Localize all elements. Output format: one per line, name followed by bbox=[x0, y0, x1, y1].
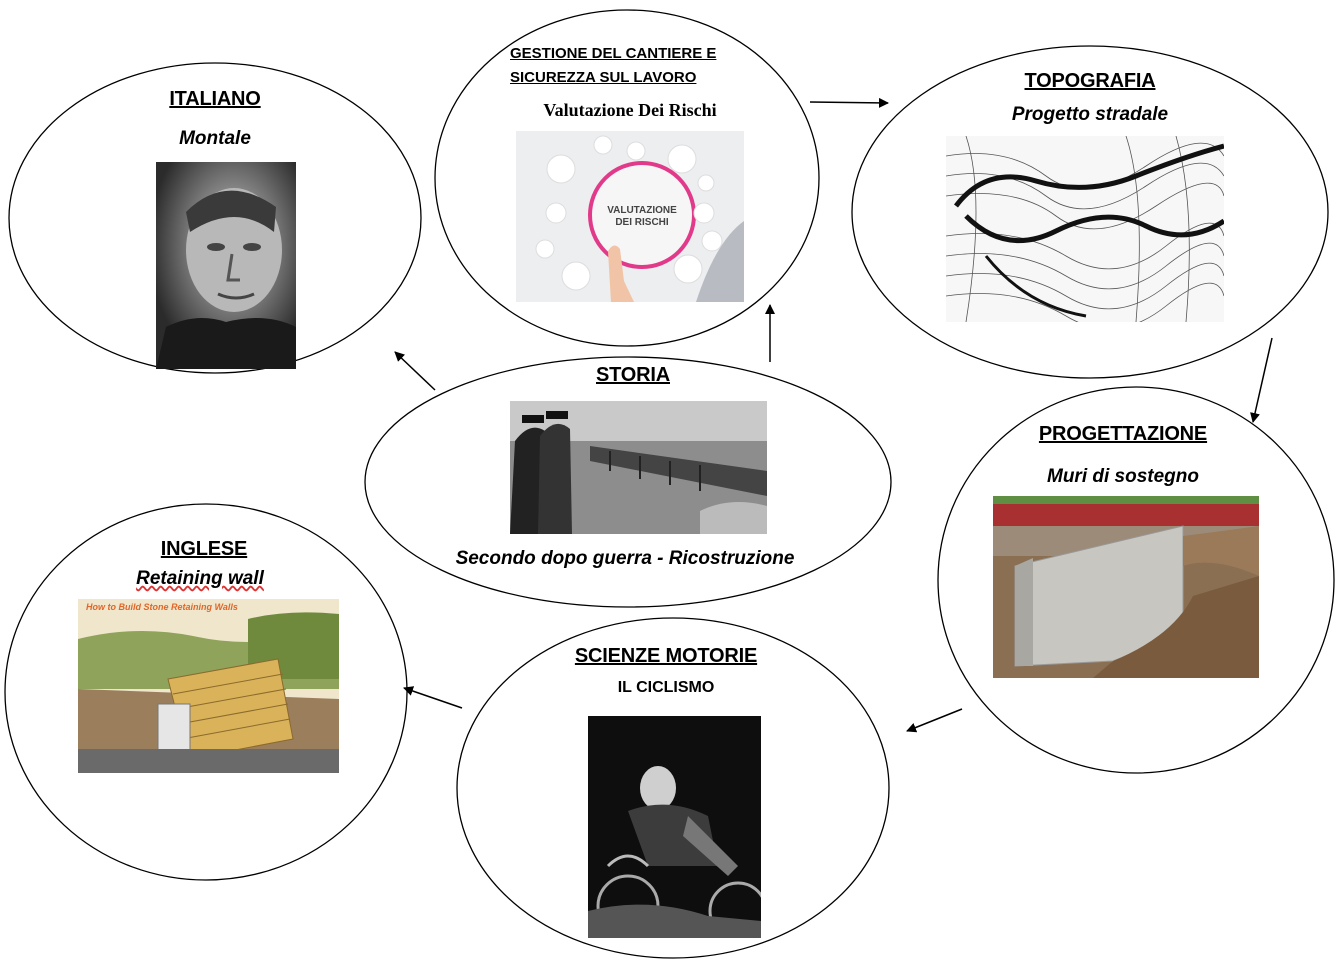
progettazione-title: PROGETTAZIONE bbox=[1038, 423, 1208, 445]
valutazione-rischi-image-text: VALUTAZIONE DEI RISCHI bbox=[586, 205, 698, 229]
gestione-title: GESTIONE DEL CANTIERE E SICUREZZA SUL LA… bbox=[510, 42, 750, 90]
gestione-title-line2: SICUREZZA SUL LAVORO bbox=[510, 69, 697, 86]
arrow-gestione-to-topografia bbox=[809, 97, 889, 108]
progetto-stradale-image bbox=[946, 136, 1224, 322]
retaining-wall-image: How to Build Stone Retaining Walls bbox=[78, 599, 339, 773]
muri-sostegno-image bbox=[993, 496, 1259, 678]
scienze-title: SCIENZE MOTORIE bbox=[574, 645, 758, 667]
storia-title: STORIA bbox=[596, 364, 670, 386]
arrow-progettazione-to-scienze bbox=[906, 708, 963, 733]
gestione-subtitle: Valutazione Dei Rischi bbox=[543, 100, 717, 120]
storia-subtitle: Secondo dopo guerra - Ricostruzione bbox=[455, 548, 795, 569]
arrow-storia-to-italiano bbox=[394, 351, 436, 391]
ciclismo-image bbox=[588, 716, 761, 938]
topografia-subtitle: Progetto stradale bbox=[1011, 104, 1169, 125]
retaining-wall-image-title: How to Build Stone Retaining Walls bbox=[86, 602, 238, 612]
ricostruzione-image bbox=[510, 401, 767, 534]
montale-portrait-image bbox=[156, 162, 296, 369]
inglese-title: INGLESE bbox=[160, 538, 248, 560]
scienze-subtitle: IL CICLISMO bbox=[617, 679, 715, 696]
italiano-title: ITALIANO bbox=[169, 88, 261, 110]
arrow-topografia-to-progettazione bbox=[1250, 337, 1273, 423]
arrow-scienze-to-inglese bbox=[403, 686, 463, 709]
progettazione-subtitle: Muri di sostegno bbox=[1047, 466, 1199, 487]
italiano-subtitle: Montale bbox=[179, 128, 251, 149]
gestione-title-line1: GESTIONE DEL CANTIERE E bbox=[510, 45, 717, 62]
valutazione-rischi-image: VALUTAZIONE DEI RISCHI bbox=[516, 131, 744, 302]
valutazione-rischi-image-text-line2: DEI RISCHI bbox=[615, 217, 669, 228]
inglese-subtitle: Retaining wall bbox=[136, 568, 264, 589]
valutazione-rischi-image-text-line1: VALUTAZIONE bbox=[607, 205, 677, 216]
topografia-title: TOPOGRAFIA bbox=[1024, 70, 1156, 92]
